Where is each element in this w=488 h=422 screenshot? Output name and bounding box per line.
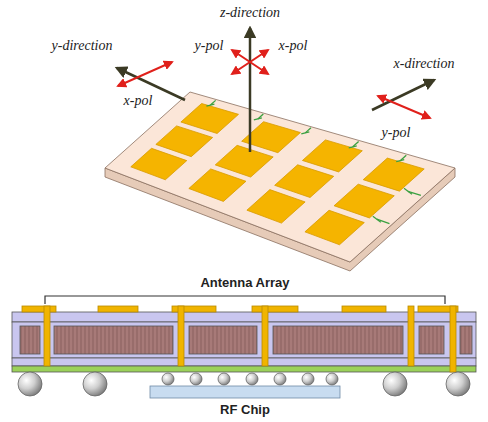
feed-mark <box>349 142 359 148</box>
part-label: Antenna Array <box>200 275 289 291</box>
z-arrow <box>249 28 252 152</box>
patch-antenna <box>181 104 239 134</box>
board-top <box>105 92 455 262</box>
rf-chip <box>150 386 340 398</box>
feed-mark <box>404 188 421 195</box>
patch-antenna <box>275 165 334 198</box>
pol-label: y-pol <box>195 38 224 55</box>
pads <box>22 306 458 312</box>
direction-arrows <box>117 28 434 152</box>
core <box>20 326 472 354</box>
patch-antenna <box>189 169 246 201</box>
feed-mark <box>206 100 215 106</box>
pol-arrow <box>232 50 268 74</box>
pol-arrow <box>232 50 268 74</box>
antenna-board <box>105 92 455 271</box>
part-label: RF Chip <box>220 402 270 418</box>
feed-mark <box>396 155 406 161</box>
patch-antenna <box>305 210 364 244</box>
patch-antenna <box>302 140 362 172</box>
pol-label: x-pol <box>124 93 153 110</box>
patch-antenna <box>363 158 424 191</box>
patch-antenna <box>156 126 213 157</box>
axis-label: y-direction <box>52 38 113 55</box>
patch-antenna <box>215 145 273 177</box>
feed-mark <box>254 114 263 120</box>
patch-antenna <box>247 190 305 223</box>
feed-mark <box>301 128 311 134</box>
layer <box>12 312 476 322</box>
axis-label: z-direction <box>220 5 280 22</box>
layer <box>12 366 476 372</box>
chip-bumps <box>162 373 338 385</box>
vias <box>44 306 456 372</box>
axis-label: x-direction <box>394 56 455 73</box>
cross-section <box>12 296 476 398</box>
pol-label: x-pol <box>279 38 308 55</box>
feed-mark <box>373 216 390 223</box>
patch-antenna <box>334 184 394 218</box>
layer <box>12 322 476 358</box>
pol-arrow <box>378 96 430 118</box>
patch-antenna <box>131 148 187 179</box>
pol-arrow <box>118 62 172 86</box>
pol-label: y-pol <box>382 125 411 142</box>
bracket <box>45 296 445 304</box>
layer <box>12 358 476 366</box>
